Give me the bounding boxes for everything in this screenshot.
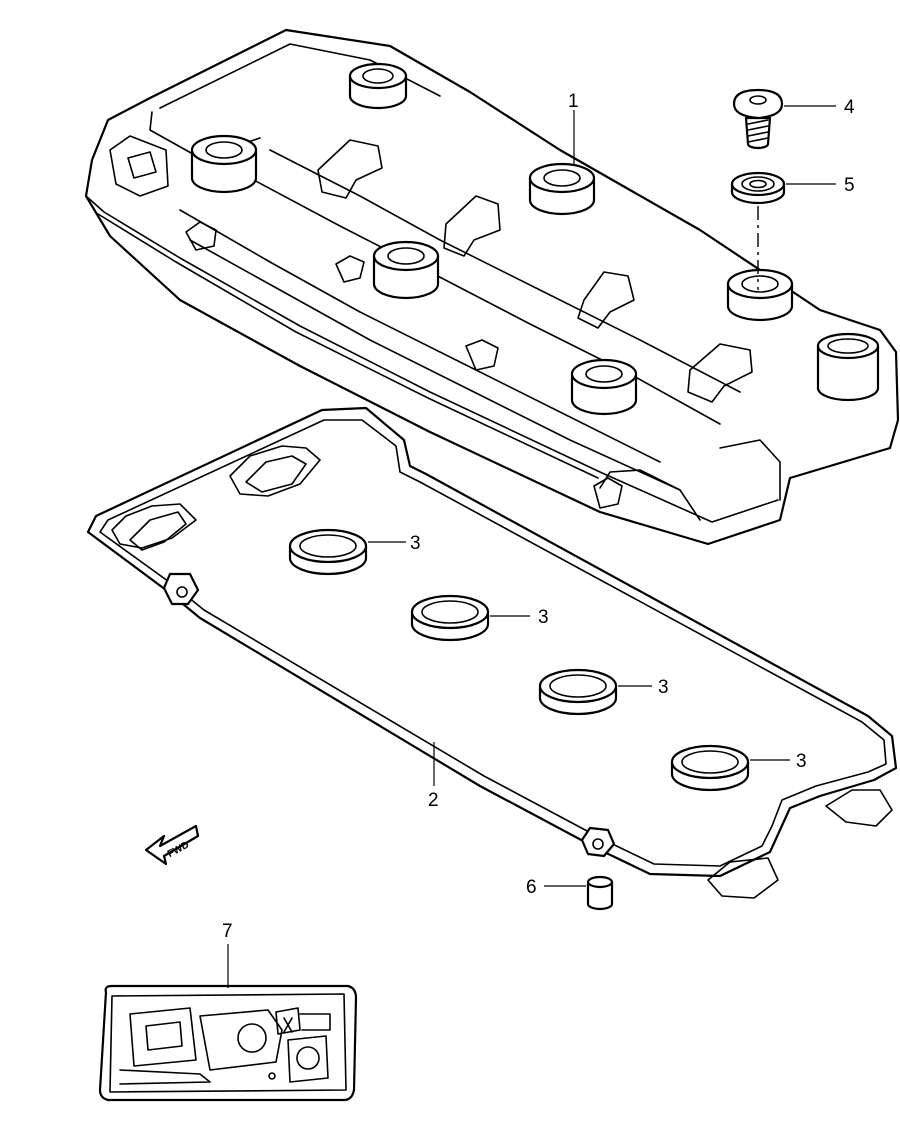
gasket-set-package[interactable] — [98, 984, 358, 1102]
bolt-boss-3 — [372, 240, 440, 300]
plug-seal-4[interactable] — [670, 744, 750, 792]
gasket-tab-2 — [580, 826, 616, 858]
dowel-pin[interactable] — [586, 875, 614, 911]
part-label-3c: 3 — [658, 677, 669, 698]
part-label-3a: 3 — [410, 533, 421, 554]
breather-outlet — [816, 332, 880, 402]
part-label-3d: 3 — [796, 751, 807, 772]
gasket-tab-1 — [162, 572, 200, 606]
part-label-6: 6 — [526, 877, 537, 898]
bolt-grommet[interactable] — [730, 171, 786, 205]
cylinder-head-cover[interactable] — [84, 28, 900, 546]
bolt-boss-4 — [528, 162, 596, 216]
bolt-boss-5 — [570, 358, 638, 416]
part-label-2: 2 — [428, 790, 439, 811]
part-label-3b: 3 — [538, 607, 549, 628]
fwd-arrow-icon: FWD — [144, 824, 200, 866]
cover-bolt[interactable] — [732, 88, 784, 150]
bolt-boss-1 — [190, 134, 258, 194]
part-label-5: 5 — [844, 175, 855, 196]
leader-lines — [227, 105, 836, 988]
plug-seal-1[interactable] — [288, 528, 368, 576]
part-label-4: 4 — [844, 97, 855, 118]
plug-seal-3[interactable] — [538, 668, 618, 716]
bolt-boss-6 — [726, 268, 794, 322]
part-label-1: 1 — [568, 91, 579, 112]
bolt-boss-2 — [348, 62, 408, 110]
part-label-7: 7 — [222, 921, 233, 942]
plug-seal-2[interactable] — [410, 594, 490, 642]
